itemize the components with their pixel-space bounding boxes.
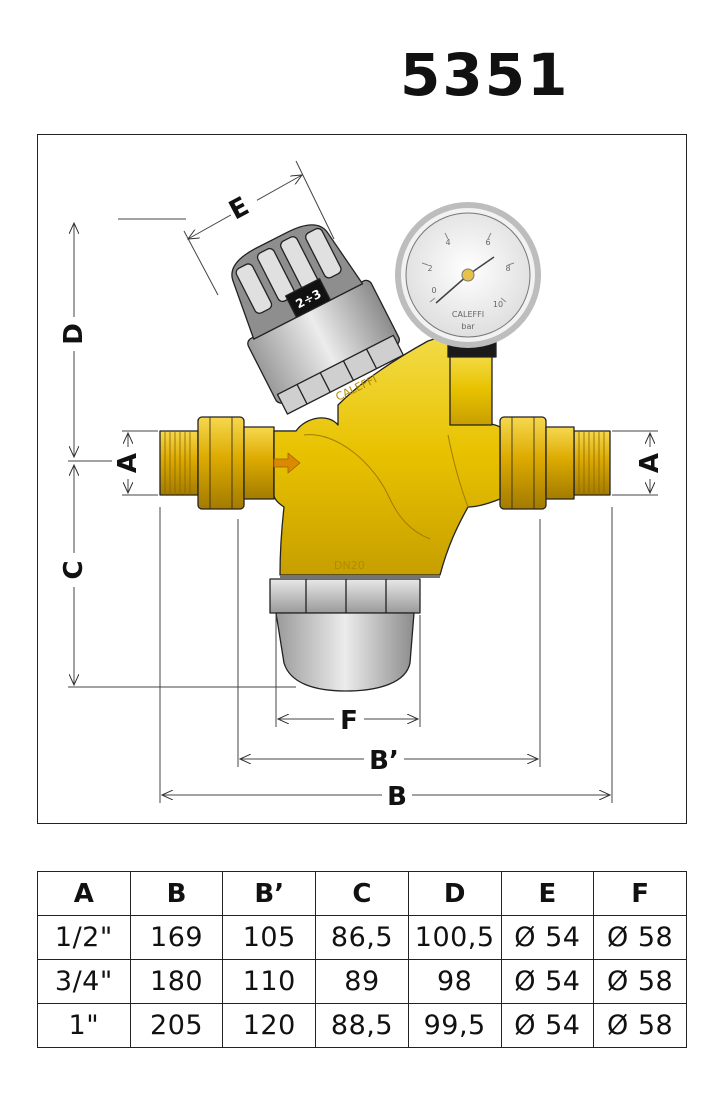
filter-nut [269,578,421,614]
table-cell: 3/4" [37,959,131,1004]
dim-label-b: B [387,782,407,812]
gauge-scale-0: 0 [431,286,436,295]
dim-label-f: F [340,706,358,736]
left-thread [159,430,199,496]
table-cell: 105 [222,915,317,960]
table-cell: 98 [407,959,502,1004]
gauge-scale-2: 2 [427,264,432,273]
gauge-scale-4: 4 [445,238,450,247]
left-union-nut [197,416,245,510]
table-cell: 110 [222,959,317,1004]
table-cell: 169 [129,915,224,960]
table-row: 1" 205 120 88,5 99,5 Ø 54 Ø 58 [37,1003,687,1048]
column-header: C [315,871,409,916]
column-header: A [37,871,131,916]
dim-label-a-left: A [113,453,143,473]
table-cell: 1/2" [37,915,131,960]
table-header-row: A B B’ C D E F [37,871,687,916]
pressure-gauge: 0 2 4 6 8 10 CALEFFI bar [395,202,541,348]
filter-bowl [275,612,415,692]
dim-label-a-right: A [635,453,665,473]
table-cell: 86,5 [315,915,409,960]
table-cell: 100,5 [407,915,502,960]
table-cell: 1" [37,1003,131,1048]
table-cell: 205 [129,1003,224,1048]
table-cell: Ø 58 [593,1003,687,1048]
gauge-needle [435,274,469,304]
dim-label-c: C [59,560,89,579]
right-union-nut [499,416,547,510]
gauge-brand: CALEFFI [452,310,484,319]
table-cell: Ø 54 [500,915,595,960]
model-number: 5351 [400,41,570,109]
right-thread [573,430,611,496]
table-cell: 120 [222,1003,317,1048]
table-cell: Ø 58 [593,915,687,960]
dimensions-table: A B B’ C D E F 1/2" 169 105 86,5 100,5 Ø… [37,871,687,1048]
table-cell: 99,5 [407,1003,502,1048]
table-cell: 180 [129,959,224,1004]
table-cell: Ø 54 [500,1003,595,1048]
column-header: B’ [222,871,317,916]
column-header: F [593,871,687,916]
table-cell: Ø 58 [593,959,687,1004]
size-marking: DN20 [334,559,365,572]
gauge-unit: bar [461,322,475,331]
gauge-scale-8: 8 [505,264,510,273]
table-row: 3/4" 180 110 89 98 Ø 54 Ø 58 [37,959,687,1004]
table-cell: 88,5 [315,1003,409,1048]
table-cell: Ø 54 [500,959,595,1004]
column-header: B [129,871,224,916]
table-row: 1/2" 169 105 86,5 100,5 Ø 54 Ø 58 [37,915,687,960]
table-cell: 89 [315,959,409,1004]
valve-body [273,330,501,576]
gauge-scale-10: 10 [493,300,503,309]
dim-label-d: D [59,323,89,345]
technical-drawing: 2÷3 CALEFFI DN20 0 2 4 6 8 10 CALEFFI ba… [37,134,687,824]
dim-label-b-prime: B’ [369,746,399,776]
column-header: D [407,871,502,916]
gauge-scale-6: 6 [485,238,490,247]
pressure-reducing-valve: 2÷3 [159,224,611,692]
column-header: E [500,871,595,916]
